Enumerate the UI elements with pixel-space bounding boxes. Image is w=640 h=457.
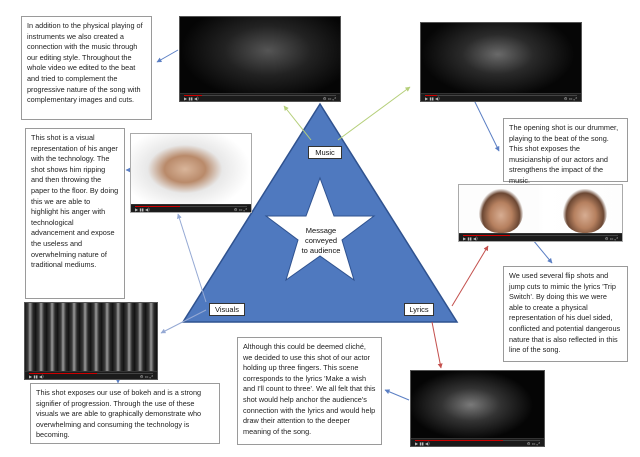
arrow-editing-thumb-to-text [157,50,178,62]
video-controls[interactable]: ▶ ▮▮ ◀)⚙ ▭ ⤢ [25,371,157,379]
video-thumb-bokeh[interactable]: ▶ ▮▮ ◀)⚙ ▭ ⤢ [24,302,158,380]
video-controls[interactable]: ▶ ▮▮ ◀)⚙ ▭ ⤢ [411,438,544,446]
text-bokeh: This shot exposes our use of bokeh and i… [30,383,220,444]
video-thumb-editing[interactable]: ▶ ▮▮ ◀)⚙ ▭ ⤢ [179,16,341,102]
video-controls[interactable]: ▶ ▮▮ ◀)⚙ ▭ ⤢ [421,93,581,101]
arrow-music-to-editing [284,106,311,140]
text-cliche: Although this could be deemed cliché, we… [237,337,382,445]
arrow-music-to-drummer [338,87,410,140]
visuals-label: Visuals [209,303,245,316]
video-thumb-drummer[interactable]: ▶ ▮▮ ◀)⚙ ▭ ⤢ [420,22,582,102]
video-controls[interactable]: ▶ ▮▮ ◀)⚙ ▭ ⤢ [180,93,340,101]
arrow-cliche-thumb-to-text [385,390,409,400]
video-controls[interactable]: ▶ ▮▮ ◀)⚙ ▭ ⤢ [459,233,622,241]
arrow-drummer-thumb-to-text [473,98,499,151]
arrow-lyrics-to-flip [452,246,488,306]
text-drummer: The opening shot is our drummer, playing… [503,118,628,182]
center-message: Message conveyed to audience [301,226,341,256]
video-thumb-flip[interactable]: ▶ ▮▮ ◀)⚙ ▭ ⤢ [458,184,623,242]
video-thumb-anger[interactable]: ▶ ▮▮ ◀)⚙ ▭ ⤢ [130,133,252,213]
arrow-lyrics-to-cliche [432,322,441,368]
flip-face-right [563,189,607,233]
video-controls[interactable]: ▶ ▮▮ ◀)⚙ ▭ ⤢ [131,204,251,212]
video-thumb-cliche[interactable]: ▶ ▮▮ ◀)⚙ ▭ ⤢ [410,370,545,447]
flip-face-left [479,189,523,233]
text-flip: We used several flip shots and jump cuts… [503,266,628,362]
arrow-flip-thumb-to-text [533,240,552,263]
music-label: Music [308,146,342,159]
text-anger: This shot is a visual representation of … [25,128,125,299]
arrow-visuals-to-anger [178,214,206,302]
lyrics-label: Lyrics [404,303,434,316]
text-editing: In addition to the physical playing of i… [21,16,152,120]
